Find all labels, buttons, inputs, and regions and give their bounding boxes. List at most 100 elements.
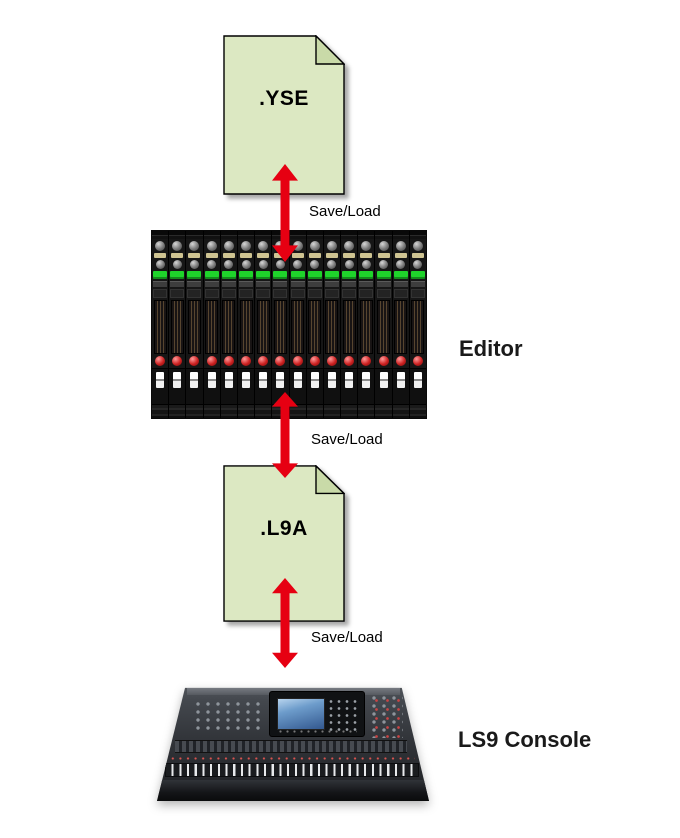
pan-knob-icon <box>378 356 389 366</box>
pan-knob-icon <box>344 356 355 366</box>
channel-strip <box>169 231 187 418</box>
level-meter <box>410 289 425 298</box>
aux-knob-icon <box>344 260 354 269</box>
channel-footer <box>289 404 306 418</box>
channel-name-label <box>290 271 305 279</box>
gain-knob-icon <box>395 241 406 251</box>
channel-number-strip <box>256 281 271 287</box>
channel-button <box>343 253 356 258</box>
channel-button <box>188 253 201 258</box>
fader-track <box>239 300 253 354</box>
channel-strip <box>375 231 393 418</box>
channel-strip <box>152 231 170 418</box>
fader-zone <box>169 368 186 404</box>
fader-zone <box>409 368 426 404</box>
channel-name-label <box>221 271 236 279</box>
channel-footer <box>237 404 255 418</box>
pan-knob-icon <box>223 356 234 366</box>
file-label-l9a: .L9A <box>260 517 308 540</box>
aux-knob-icon <box>189 260 199 269</box>
channel-button <box>411 253 424 258</box>
channel-strip <box>306 231 324 418</box>
channel-number-strip <box>393 281 408 287</box>
pan-knob-icon <box>258 356 269 366</box>
ls9-console-node <box>157 676 429 808</box>
aux-knob-icon <box>327 260 337 269</box>
channel-header <box>272 231 289 239</box>
aux-knob-icon <box>413 260 423 269</box>
channel-number-strip <box>324 281 339 287</box>
channel-strip <box>272 231 290 418</box>
channel-footer <box>323 404 341 418</box>
channel-footer <box>341 404 358 418</box>
fader-track <box>411 300 425 354</box>
pan-knob-icon <box>189 356 200 366</box>
channel-name-label <box>342 271 357 279</box>
fader-cap <box>207 372 216 388</box>
fader-cap <box>413 372 422 388</box>
fader-cap <box>224 372 233 388</box>
aux-knob-icon <box>155 260 165 269</box>
double-arrow-icon <box>272 392 298 478</box>
fader-zone <box>289 368 306 404</box>
fader-cap <box>379 372 388 388</box>
channel-footer <box>220 404 237 418</box>
aux-knob-icon <box>207 260 217 269</box>
console-front-edge <box>157 780 429 801</box>
editor-screenshot <box>151 230 427 419</box>
fader-cap <box>293 372 302 388</box>
gain-knob-icon <box>189 241 200 251</box>
channel-strip <box>341 231 359 418</box>
channel-header <box>220 231 237 239</box>
channel-strip <box>220 231 238 418</box>
gain-knob-icon <box>206 241 217 251</box>
gain-knob-icon <box>292 241 303 251</box>
aux-knob-icon <box>172 260 182 269</box>
fader-cap <box>345 372 354 388</box>
console-knob-field-left <box>193 700 265 734</box>
gain-knob-icon <box>241 241 252 251</box>
fader-cap <box>310 372 319 388</box>
channel-button <box>205 253 218 258</box>
channel-name-label <box>359 271 374 279</box>
channel-footer <box>375 404 392 418</box>
channel-button <box>291 253 304 258</box>
channel-number-strip <box>239 281 254 287</box>
level-meter <box>187 289 202 298</box>
pan-knob-icon <box>361 356 372 366</box>
channel-number-strip <box>290 281 305 287</box>
channel-name-label <box>204 271 219 279</box>
fader-cap <box>362 372 371 388</box>
file-node-l9a: .L9A <box>223 465 345 622</box>
channel-button <box>154 253 167 258</box>
channel-number-strip <box>342 281 357 287</box>
channel-name-label <box>256 271 271 279</box>
channel-name-label <box>170 271 185 279</box>
channel-number-strip <box>153 281 168 287</box>
channel-footer <box>203 404 220 418</box>
fader-zone <box>358 368 375 404</box>
fader-zone <box>152 368 169 404</box>
editor-label: Editor <box>459 336 523 361</box>
fader-track <box>205 300 219 354</box>
pan-knob-icon <box>395 356 406 366</box>
save-load-label-1: Save/Load <box>309 203 381 220</box>
channel-strip <box>289 231 307 418</box>
channel-header <box>358 231 375 239</box>
level-meter <box>393 289 408 298</box>
fader-cap <box>190 372 199 388</box>
console-button-band <box>175 740 407 753</box>
channel-strip <box>323 231 342 418</box>
channel-strip <box>409 231 426 418</box>
pan-knob-icon <box>309 356 320 366</box>
channel-header <box>186 231 203 239</box>
fader-track <box>222 300 236 354</box>
aux-knob-icon <box>361 260 371 269</box>
channel-button <box>360 253 373 258</box>
channel-button <box>325 253 338 258</box>
channel-strip <box>255 231 273 418</box>
console-screen <box>277 698 325 730</box>
aux-knob-icon <box>396 260 406 269</box>
channel-name-label <box>187 271 202 279</box>
channel-button <box>171 253 184 258</box>
